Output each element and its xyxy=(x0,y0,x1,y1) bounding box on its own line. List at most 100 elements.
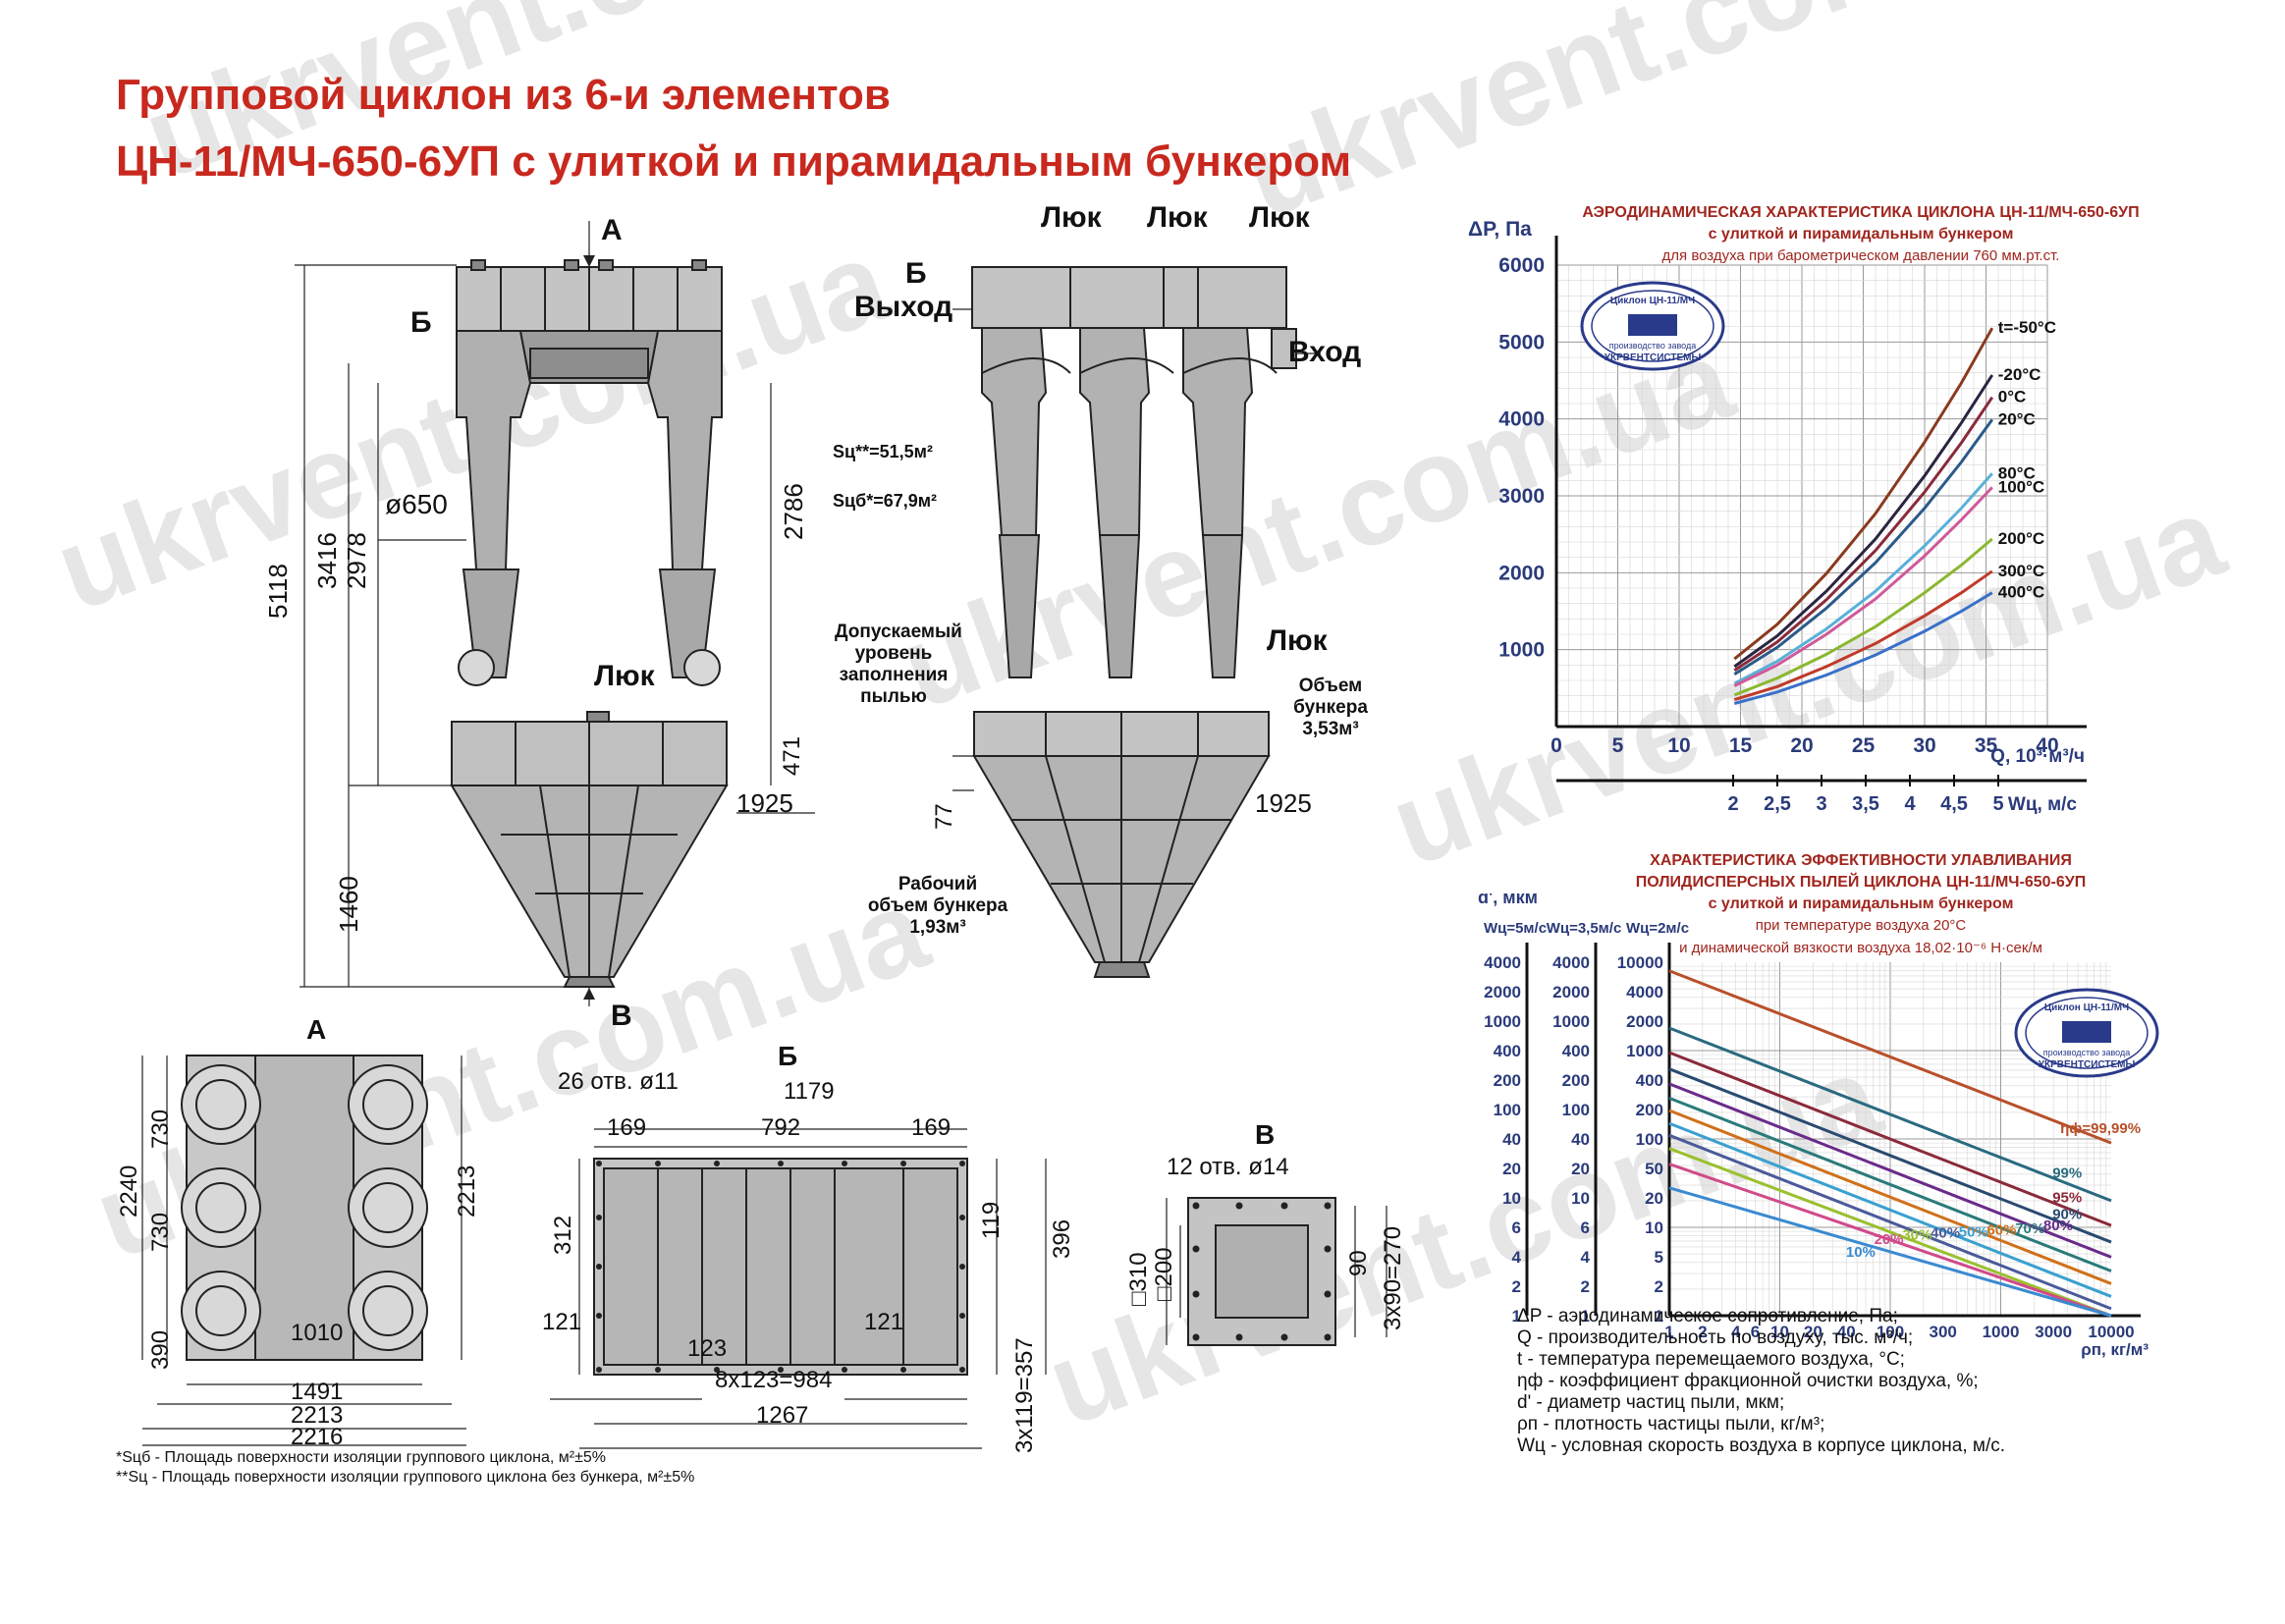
view-b-holes: 26 отв. ø11 xyxy=(558,1068,679,1095)
chart1-subtitle1: с улиткой и пирамидальным бункером xyxy=(1708,226,2014,243)
legend-line: Wц - условная скорость воздуха в корпусе… xyxy=(1517,1435,2006,1456)
manufacturer-stamp-2: Циклон ЦН-11/МЧ производство завода УКРВ… xyxy=(2014,988,2159,1078)
chart1-series-line xyxy=(1733,374,1994,669)
chart2-ytick-label: 1000 xyxy=(1552,1012,1590,1031)
chart2-ytick-label: 4 xyxy=(1512,1248,1522,1267)
chart2-svg: 1246102040100200400100020004000Wц=5м/с12… xyxy=(1478,893,2149,1359)
chart2-series-label: 20% xyxy=(1875,1231,1904,1248)
chart2-ytick-label: 100 xyxy=(1494,1101,1521,1119)
chart2-ytick-label: 2000 xyxy=(1626,1012,1663,1031)
footnotes: *Sцб - Площадь поверхности изоляции груп… xyxy=(116,1448,694,1488)
view-b-dim-1179: 1179 xyxy=(784,1078,835,1105)
footnote-2: **Sц - Площадь поверхности изоляции груп… xyxy=(116,1469,695,1486)
view-b-dim-119: 119 xyxy=(978,1201,1005,1239)
chart1-ylabel: ΔP, Па xyxy=(1468,218,1532,241)
dust-level-line-2: уровень xyxy=(854,643,933,664)
view-b-dim-121-right: 121 xyxy=(864,1309,904,1335)
chart2-xtick-label: 6 xyxy=(1751,1323,1760,1341)
area-scb-label: Sцб*=67,9м² xyxy=(833,491,938,511)
view-b-dim-1267: 1267 xyxy=(756,1402,809,1429)
side-dim-1925: 1925 xyxy=(1255,788,1312,818)
view-a-dim-2213-side: 2213 xyxy=(454,1164,480,1218)
working-volume-line-3: 1,93м³ xyxy=(909,917,966,938)
chart2-ytick-label: 20 xyxy=(1502,1160,1521,1178)
side-hatch-label-1: Люк xyxy=(1041,201,1102,234)
chart1-xtick-label: 5 xyxy=(1612,734,1624,757)
chart1-series-line xyxy=(1733,591,1993,705)
chart1-series-line xyxy=(1733,537,1993,697)
chart2-ycol-label: Wц=3,5м/с xyxy=(1547,920,1622,937)
legend-line: ηф - коэффициент фракционной очистки воз… xyxy=(1517,1371,1979,1391)
inlet-label: Вход xyxy=(1288,336,1362,368)
legend-line: d' - диаметр частиц пыли, мкм; xyxy=(1517,1392,1785,1413)
side-hatch-label-2: Люк xyxy=(1147,201,1208,234)
chart1-xtick-label: 10 xyxy=(1667,734,1690,757)
chart1-title: АЭРОДИНАМИЧЕСКАЯ ХАРАКТЕРИСТИКА ЦИКЛОНА … xyxy=(1582,204,2140,221)
chart2-ytick-label: 2000 xyxy=(1484,983,1521,1001)
chart2-ytick-label: 1000 xyxy=(1484,1012,1521,1031)
chart2-series-line xyxy=(1668,969,2112,1145)
chart2-xtick-label: 300 xyxy=(1929,1323,1956,1341)
chart2-ytick-label: 100 xyxy=(1636,1130,1663,1149)
view-a-dim-1010: 1010 xyxy=(291,1320,344,1346)
chart2-series-label: 70% xyxy=(2015,1220,2044,1237)
chart2-ytick-label: 400 xyxy=(1494,1042,1521,1060)
chart2-ytick-label: 200 xyxy=(1636,1101,1663,1119)
side-label-b: Б xyxy=(905,257,927,290)
dim-2978: 2978 xyxy=(342,532,371,589)
chart1-x2tick-label: 3,5 xyxy=(1852,793,1879,815)
chart1-series-label: 200°C xyxy=(1998,529,2044,548)
chart2-series-line xyxy=(1668,1067,2112,1244)
view-a-dim-2240: 2240 xyxy=(116,1164,142,1218)
stamp2-text-2: производство завода xyxy=(2043,1048,2130,1057)
chart2-xtick-label: 40 xyxy=(1837,1323,1856,1341)
chart2-xtick-label: 100 xyxy=(1877,1323,1904,1341)
legend-line: ρп - плотность частицы пыли, кг/м³; xyxy=(1517,1414,1825,1435)
chart2-ytick-label: 400 xyxy=(1562,1042,1590,1060)
chart2-series-label: 50% xyxy=(1959,1223,1988,1240)
chart2-xtick-label: 20 xyxy=(1804,1323,1823,1341)
chart1-xtick-label: 20 xyxy=(1790,734,1813,757)
chart2-ytick-label: 100 xyxy=(1562,1101,1590,1119)
chart1-series-line xyxy=(1733,486,1993,687)
page-title-line2: ЦН-11/МЧ-650-6УП с улиткой и пирамидальн… xyxy=(116,137,1352,186)
stamp-text-3: УКРВЕНТСИСТЕМЫ xyxy=(1605,352,1702,363)
view-v-dim-310: □310 xyxy=(1125,1252,1152,1306)
legend: ΔP - аэродинамическое сопротивление, Па;… xyxy=(1517,1306,2005,1457)
manufacturer-stamp: Циклон ЦН-11/МЧ производство завода УКРВ… xyxy=(1580,281,1725,371)
chart2-series-line xyxy=(1668,1026,2112,1203)
view-v-dim-90: 90 xyxy=(1345,1250,1372,1276)
chart2-subtitle4: и динамической вязкости воздуха 18,02·10… xyxy=(1679,940,2042,956)
dust-level-line-4: пылью xyxy=(860,686,927,707)
chart2-ytick-label: 2 xyxy=(1512,1277,1521,1296)
bunker-volume-label: Объем бункера 3,53м³ xyxy=(1281,676,1380,740)
chart1-series-label: -20°C xyxy=(1998,365,2041,384)
view-v-dim-200: □200 xyxy=(1151,1247,1177,1301)
chart2-series-line xyxy=(1668,1121,2112,1298)
chart1-series-label: 20°C xyxy=(1998,409,2036,428)
chart1-x2tick-label: 4,5 xyxy=(1940,793,1968,815)
side-hatch-label-3: Люк xyxy=(1249,201,1310,234)
chart2-xtick-label: 1 xyxy=(1664,1323,1673,1341)
view-a-dim-2213: 2213 xyxy=(291,1402,344,1429)
working-volume-line-1: Рабочий xyxy=(898,874,978,894)
chart1-ytick-label: 5000 xyxy=(1498,331,1545,353)
chart1-xlabel: Q, 10³·м³/ч xyxy=(1990,746,2085,767)
outlet-label: Выход xyxy=(854,291,953,323)
chart2-ytick-label: 4000 xyxy=(1552,953,1590,972)
chart2-xtick-label: 10000 xyxy=(2088,1323,2134,1341)
chart2-ytick-label: 1000 xyxy=(1626,1042,1663,1060)
chart2-subtitle2: с улиткой и пирамидальным бункером xyxy=(1708,895,2014,912)
chart1-series-line xyxy=(1733,327,1994,661)
view-b-dim-169-right: 169 xyxy=(911,1114,952,1141)
dust-level-line-3: заполнения xyxy=(839,665,949,685)
chart2-ytick-label: 2 xyxy=(1655,1277,1663,1296)
chart2-series-label: 99% xyxy=(2052,1164,2082,1181)
chart1-series-line xyxy=(1733,418,1994,676)
label-v: В xyxy=(611,1000,632,1032)
chart2-ycol-label: Wц=2м/с xyxy=(1626,920,1689,937)
chart1-x2tick-label: 4 xyxy=(1904,793,1916,815)
view-a-dim-730-2: 730 xyxy=(147,1212,174,1252)
chart2-ytick-label: 5 xyxy=(1655,1248,1663,1267)
